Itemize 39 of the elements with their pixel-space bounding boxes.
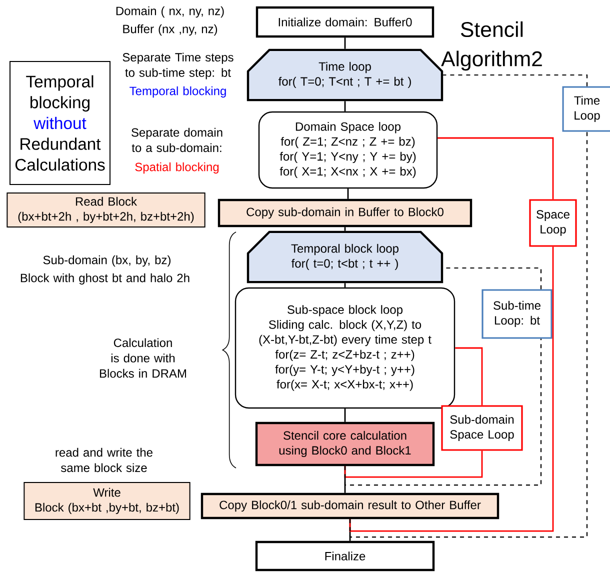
connector-line [344,101,346,112]
annotation: Block with ghost bt and halo 2h [20,273,190,285]
connector-line [443,267,542,290]
connector-line [349,132,588,538]
connector-line [344,408,346,422]
process-box: Copy Block0/1 sub-domain result to Other Buffer [200,492,500,520]
annotation: Separate domain to a sub-domain: [132,128,222,152]
connector-line [344,283,346,288]
note-box: Temporal blocking without Redundant Calculations [10,61,110,185]
connector-line [344,450,483,478]
loop-label-box: Sub-time Loop: bt [482,289,552,339]
annotation: Temporal blocking [130,86,226,98]
loop-label-box: Space Loop [529,199,577,247]
annotation: Sub-domain (bx, by, bz) [43,255,170,267]
process-box: Stencil core calculation using Block0 and Block1 [255,422,435,466]
connector-line [344,338,542,486]
annotation: Spatial blocking [135,162,219,174]
connector-line [438,137,554,200]
connector-line [344,227,346,231]
connector-line [344,38,346,49]
loop-label-box: Sub-domain Space Loop [441,405,523,451]
loop-label-box: Time Loop [562,86,610,132]
note-box: Read Block (bx+bt+2h , by+bt+2h, bz+bt+2h) [6,192,206,228]
loop-box: Temporal block loop for( t=0; t<bt ; t ++ ) [246,230,444,284]
process-box: Finalize [255,540,435,572]
loop-box: Domain Space loop for( Z=1; Z<nz ; Z += bz) for( Y=1; Y<ny ; Y += by) for( X=1; X<nx ; X += bx) [258,111,438,189]
connector-line [349,246,554,532]
process-box: Copy sub-domain in Buffer to Block0 [218,198,472,228]
annotation: Separate Time steps to sub-time step: bt [122,52,234,80]
note-box: Write Block (bx+bt ,by+bt, bz+bt) [24,482,190,520]
title: Stencil Algorithm2 [441,21,542,71]
annotation: Domain ( nx, ny, nz) [116,6,224,18]
loop-box: Sub-space block loop Sliding calc. block (X,Y,Z) to (X-bt,Y-bt,Z-bt) every time step t for(z= Z-t; z<Z+bz-t ; z++) for(y= Y-t; y<Y+by-t ; y++) for(x= X-t; x<X+bx-t; x++) [234,287,456,409]
connector-line [455,347,483,406]
annotation: Buffer (nx ,ny, nz) [123,24,218,36]
process-box: Initialize domain: Buffer0 [256,6,434,38]
connector-line [347,188,349,199]
annotation: Calculation is done with Blocks in DRAM [100,338,186,378]
connector-line [443,74,588,86]
